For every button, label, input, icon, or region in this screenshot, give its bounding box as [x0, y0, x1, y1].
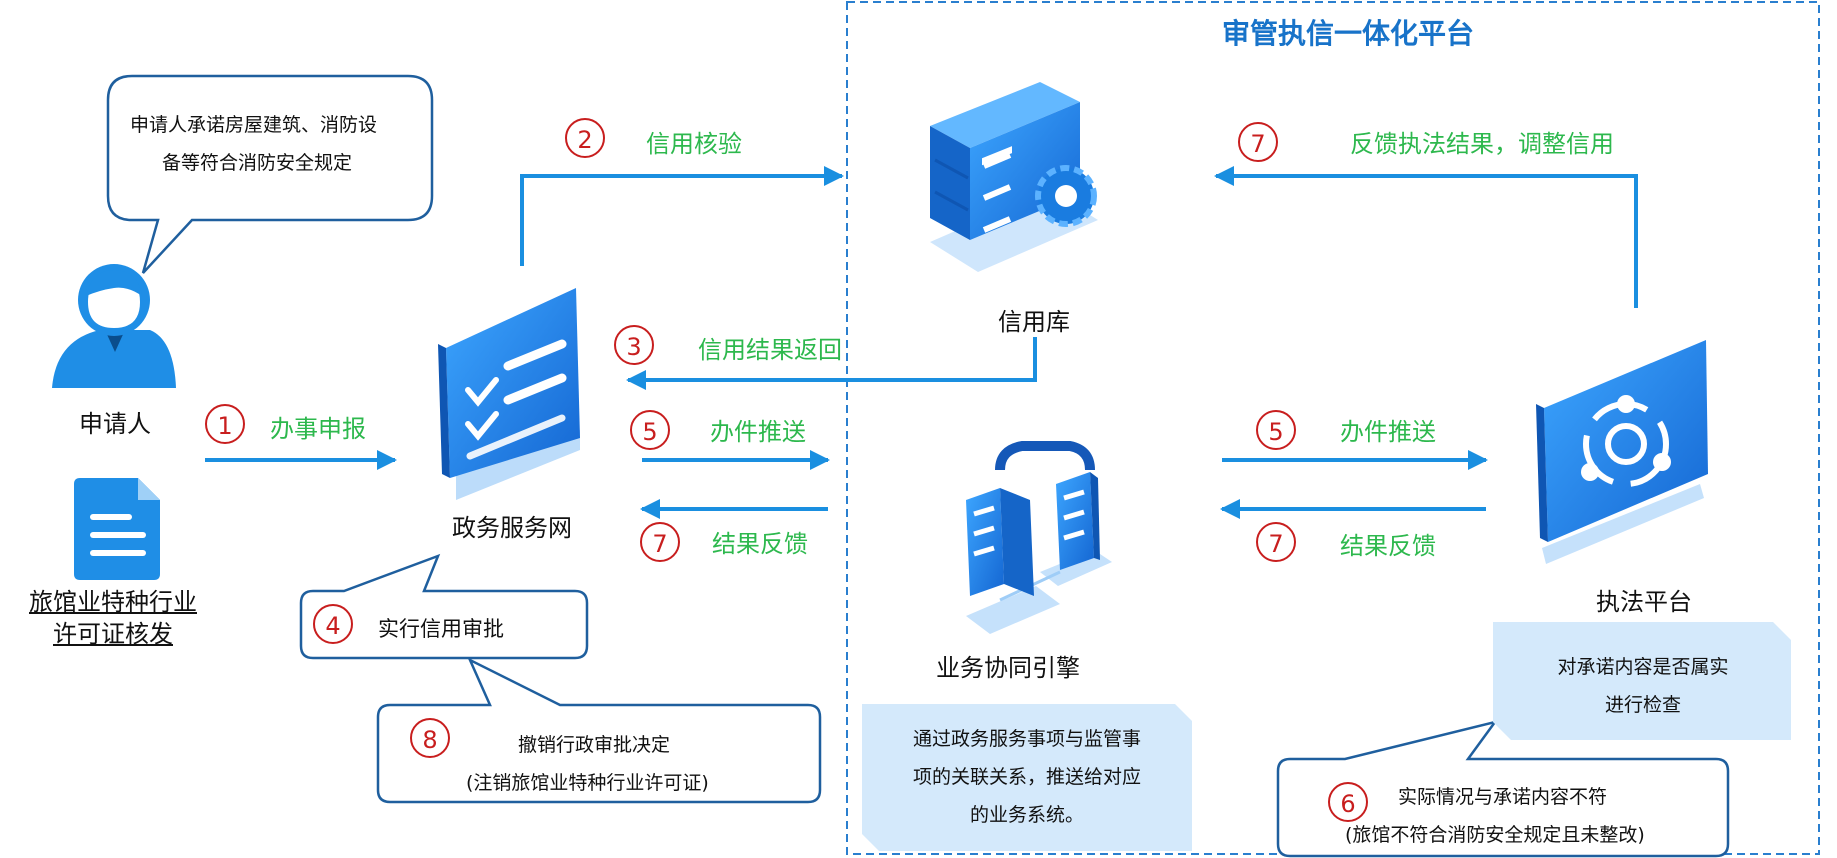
enforce-note-line-2: 进行检查 — [1604, 694, 1681, 716]
applicant-icon — [52, 264, 176, 388]
engine-note: 通过政务服务事项与监管事 项的关联关系，推送给对应 的业务系统。 — [868, 720, 1186, 834]
step-2-number: 2 — [565, 118, 605, 158]
step-2-label: 信用核验 — [646, 130, 742, 158]
platform-title: 审管执信一体化平台 — [1222, 17, 1475, 50]
step-8-line-2: (注销旅馆业特种行业许可证) — [466, 772, 709, 794]
step-8-line-1: 撤销行政审批决定 — [518, 734, 671, 756]
step-7-number-top: 7 — [1238, 122, 1278, 162]
license-line-2: 许可证核发 — [53, 620, 173, 648]
speech-line-1: 申请人承诺房屋建筑、消防设 — [130, 114, 378, 136]
arrow-credit-return — [626, 337, 1037, 390]
license-title[interactable]: 旅馆业特种行业 许可证核发 — [24, 586, 202, 650]
enforce-note-box — [1493, 622, 1791, 740]
callout-step4 — [299, 553, 589, 660]
callout-step8 — [376, 657, 822, 804]
checklist-icon — [438, 288, 580, 500]
license-line-1: 旅馆业特种行业 — [29, 588, 197, 616]
engine-note-line-1: 通过政务服务事项与监管事 — [912, 728, 1141, 750]
step-3-label: 信用结果返回 — [698, 336, 842, 364]
step-7-label-top: 反馈执法结果，调整信用 — [1350, 130, 1614, 158]
arrow-enforce-result — [1214, 166, 1638, 308]
step-3-number: 3 — [614, 325, 654, 365]
step-5-number-left: 5 — [630, 410, 670, 450]
step-8-number: 8 — [410, 718, 450, 758]
enforce-note-line-1: 对承诺内容是否属实 — [1557, 656, 1729, 678]
engine-label: 业务协同引擎 — [936, 654, 1080, 682]
step-6-number: 6 — [1328, 782, 1368, 822]
credit-db-label: 信用库 — [998, 308, 1070, 336]
engine-note-box — [862, 704, 1192, 851]
gov-service-label: 政务服务网 — [452, 514, 572, 542]
step-5-number-right: 5 — [1256, 410, 1296, 450]
engine-note-line-3: 的业务系统。 — [969, 804, 1084, 826]
engine-icon — [966, 441, 1112, 634]
applicant-label: 申请人 — [79, 410, 151, 438]
step-6-line-1: 实际情况与承诺内容不符 — [1398, 786, 1608, 808]
step-7-number-right: 7 — [1256, 522, 1296, 562]
step-4-number: 4 — [313, 604, 353, 644]
step-6-line-2: (旅馆不符合消防安全规定且未整改) — [1345, 824, 1645, 846]
speech-bubble — [106, 74, 434, 274]
document-icon — [74, 478, 160, 580]
enforcement-icon — [1536, 340, 1708, 564]
engine-note-line-2: 项的关联关系，推送给对应 — [912, 766, 1141, 788]
enforce-label: 执法平台 — [1596, 588, 1692, 616]
server-icon — [930, 82, 1098, 272]
callout-step6 — [1276, 719, 1730, 858]
arrow-credit-check — [520, 166, 844, 266]
step-1-number: 1 — [205, 404, 245, 444]
enforce-note: 对承诺内容是否属实 进行检查 — [1500, 648, 1786, 724]
step-7-label-left: 结果反馈 — [712, 530, 808, 558]
step-5-label-left: 办件推送 — [710, 418, 806, 446]
step-7-label-right: 结果反馈 — [1340, 532, 1436, 560]
step-1-label: 办事申报 — [270, 415, 366, 443]
step-4-label: 实行信用审批 — [378, 617, 504, 641]
platform-border — [846, 1, 1820, 855]
step-7-number-left: 7 — [640, 522, 680, 562]
step-5-label-right: 办件推送 — [1340, 418, 1436, 446]
speech-line-2: 备等符合消防安全规定 — [162, 152, 353, 174]
